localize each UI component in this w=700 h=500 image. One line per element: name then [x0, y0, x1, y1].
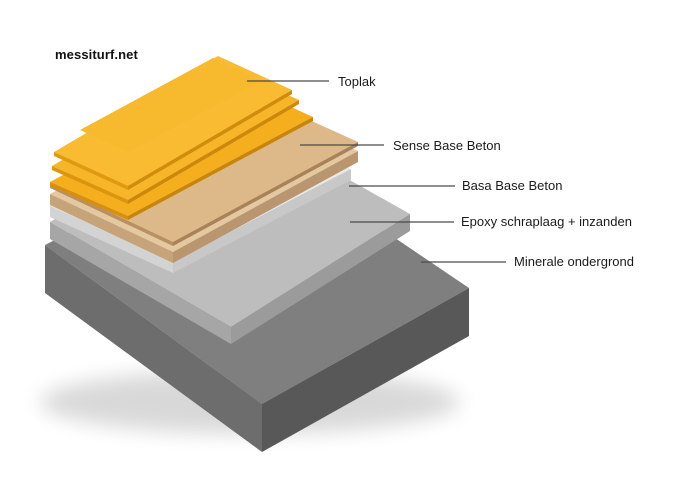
label-basa-base-beton: Basa Base Beton [462, 178, 563, 193]
label-sense-base-beton: Sense Base Beton [393, 138, 501, 153]
brand-text: messiturf.net [55, 47, 138, 62]
label-toplak: Toplak [338, 74, 376, 89]
leader-lines [247, 80, 506, 263]
label-minerale-ondergrond: Minerale ondergrond [514, 254, 634, 269]
label-epoxy-schraplaag: Epoxy schraplaag + inzanden [461, 214, 632, 229]
layer-toplak [50, 56, 313, 220]
